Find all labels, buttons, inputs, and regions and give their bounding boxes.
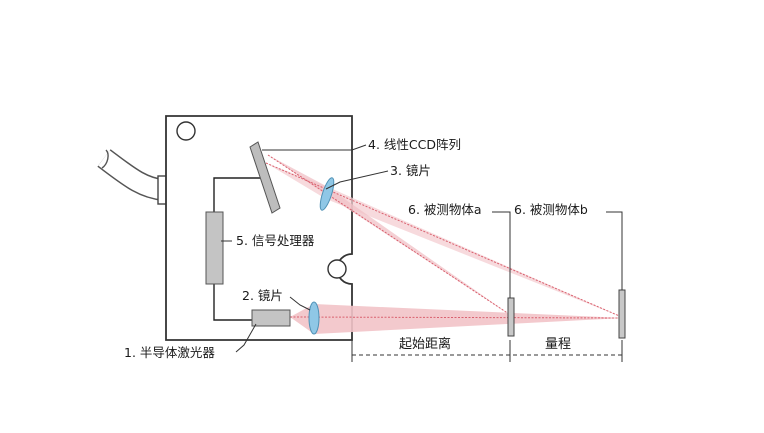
label-lens-lower: 2. 镜片 [242,288,283,303]
label-start-distance: 起始距离 [399,336,451,352]
label-range: 量程 [545,337,571,352]
ccd-array [249,141,281,214]
lens-upper [319,177,335,211]
lens-lower [308,301,320,335]
leader-lines [221,144,623,353]
laser-emitter [251,309,291,327]
label-target-a: 6. 被测物体a [408,202,482,217]
label-signal-processor: 5. 信号处理器 [236,233,315,248]
target-b [618,289,626,339]
label-ccd-array: 4. 线性CCD阵列 [368,137,461,152]
label-target-b: 6. 被测物体b [514,202,588,217]
target-a [507,297,515,337]
signal-processor [205,211,224,285]
dimension-lines [351,340,623,362]
mount-hole-top [176,121,196,141]
cable [97,149,168,205]
mount-hole-right [327,259,347,279]
emitted-beam [289,304,625,334]
internal-wiring [213,177,261,321]
label-laser: 1. 半导体激光器 [124,345,215,360]
label-lens-upper: 3. 镜片 [390,163,431,178]
